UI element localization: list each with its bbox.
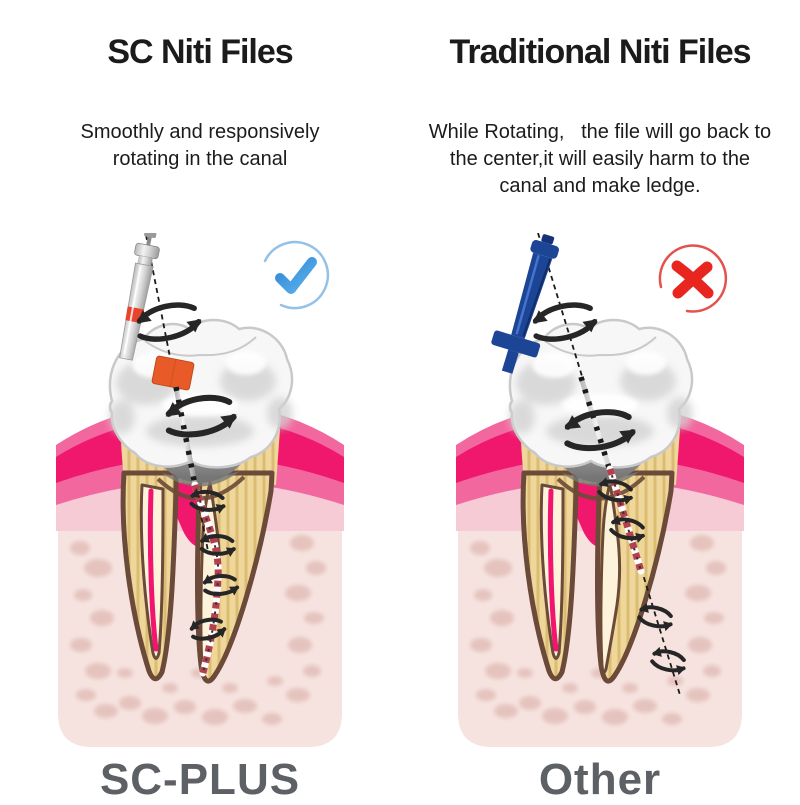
check-icon bbox=[263, 240, 330, 310]
panel-other: Traditional Niti Files While Rotating, t… bbox=[400, 0, 800, 805]
product-label: Other bbox=[538, 754, 662, 804]
panel-sc-plus: SC Niti Files Smoothly and responsively … bbox=[0, 33, 400, 804]
product-label: SC-PLUS bbox=[99, 754, 301, 804]
tooth-illustration-other bbox=[450, 232, 750, 753]
tooth-illustration-sc bbox=[50, 232, 350, 753]
cross-icon bbox=[658, 244, 728, 313]
panel-description: While Rotating, the file will go back to… bbox=[428, 120, 772, 197]
rubber-stop-collar bbox=[151, 355, 195, 391]
page-title: SC Niti Files bbox=[107, 33, 293, 71]
page-title: Traditional Niti Files bbox=[449, 33, 751, 71]
panel-description: Smoothly and responsively rotating in th… bbox=[80, 120, 320, 170]
traditional-file-handle bbox=[491, 233, 559, 374]
